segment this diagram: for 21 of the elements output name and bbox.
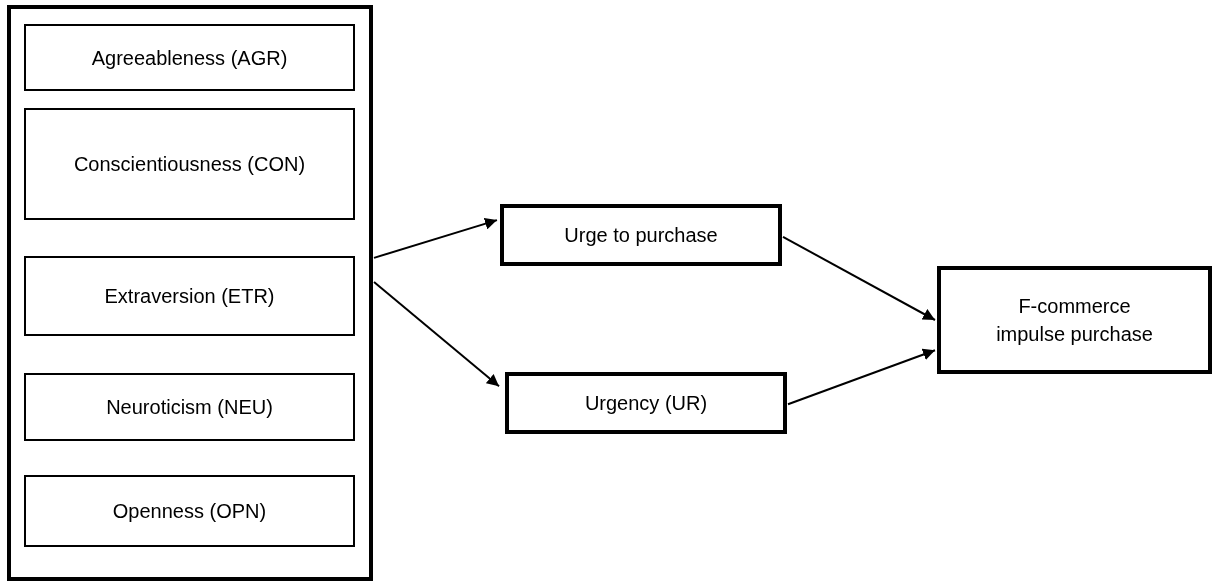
arrow: [373, 217, 498, 259]
arrow: [373, 281, 500, 388]
construct-box: [24, 108, 355, 220]
arrow: [782, 235, 936, 321]
construct-box: [505, 372, 787, 434]
construct-box: [24, 475, 355, 547]
node-label: Urgency (UR): [584, 391, 708, 416]
node-label: Extraversion (ETR): [104, 284, 275, 309]
construct-box: [24, 24, 355, 91]
construct-box: [24, 256, 355, 336]
node-label: F-commerce impulse purchase: [995, 294, 1154, 347]
arrow: [787, 348, 936, 406]
construct-box: [937, 266, 1212, 374]
construct-box: [24, 373, 355, 441]
node-label: Urge to purchase: [564, 223, 718, 248]
node-label: Neuroticism (NEU): [106, 395, 273, 420]
node-label: Openness (OPN): [112, 499, 267, 524]
box: [7, 5, 373, 581]
node-label: Agreeableness (AGR): [91, 45, 288, 71]
node-label: Conscientiousness (CON): [73, 152, 306, 177]
construct-box: [500, 204, 782, 266]
